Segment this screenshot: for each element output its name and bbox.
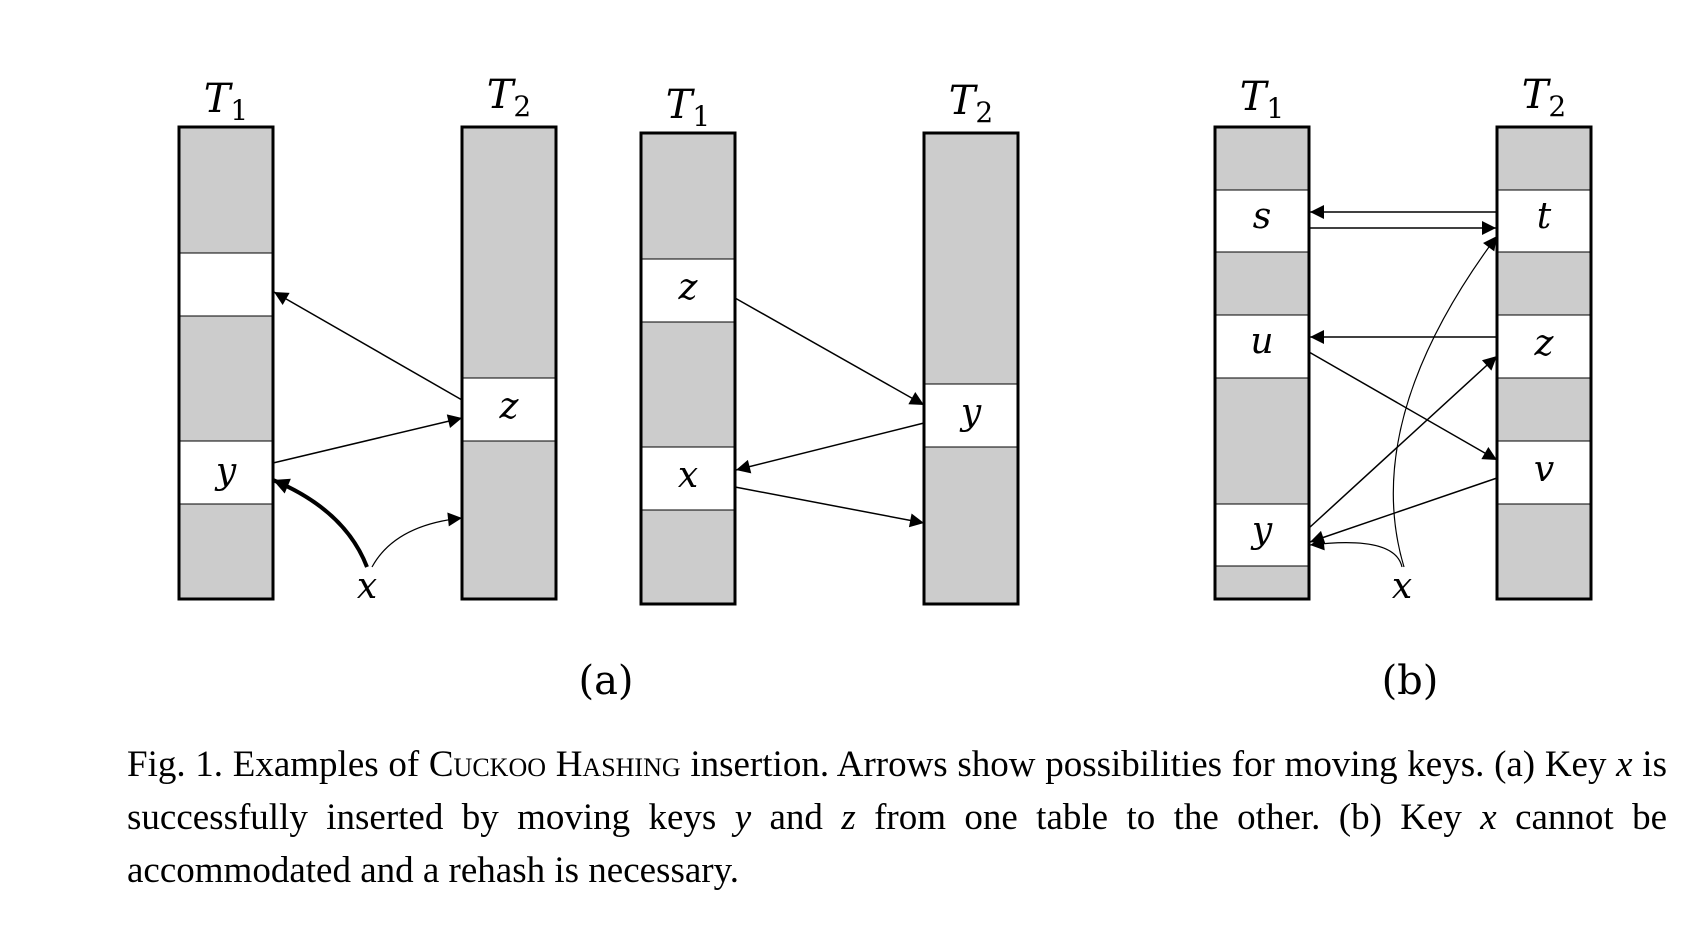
slot-s (1214, 189, 1310, 253)
slot-y (178, 440, 274, 505)
subfigure-label-a: (a) (578, 658, 633, 704)
arrow-x-to-y (1309, 536, 1403, 568)
caption-math-x: x (1616, 744, 1633, 785)
key-x: x (1392, 566, 1412, 607)
arrow-z-to-y (734, 297, 925, 406)
arrow-z-to-empty (273, 291, 463, 401)
caption-text: is successfully inserted by moving keys (127, 744, 1667, 838)
caption-math-y: y (734, 797, 752, 838)
key-s: s (1253, 196, 1271, 237)
caption-math-z: z (841, 797, 856, 838)
slot-v (1496, 440, 1592, 505)
table-t1-label: T1 (1240, 74, 1285, 125)
arrow-x-to-t2 (734, 486, 925, 528)
key-u: u (1250, 321, 1273, 362)
key-y: y (1250, 510, 1273, 551)
caption-text: Examples of (223, 744, 429, 785)
slot-y (1214, 503, 1310, 567)
table-t1 (639, 131, 737, 606)
subfigure-b: s u y T1 t z v T2 x (1213, 72, 1593, 607)
arrow-u-to-v (1308, 351, 1498, 461)
table-t2-label: T2 (949, 78, 994, 129)
slot-z (1496, 314, 1592, 379)
arrow-y-to-x (735, 422, 925, 474)
table-t2 (460, 125, 558, 601)
table-t2-label: T2 (1522, 72, 1567, 123)
caption-text: and (751, 797, 842, 838)
key-z: z (1534, 323, 1555, 364)
slot-z (640, 258, 736, 323)
arrow-x-to-y-thick (272, 478, 369, 568)
subfigure-a-before: y T1 z T2 x (177, 72, 558, 607)
table-t2 (922, 131, 1020, 606)
slot-z (461, 377, 557, 442)
caption-text: cannot be accommodated and a rehash is n… (127, 797, 1668, 891)
arrow-v-to-y (1309, 477, 1498, 545)
arrow-x-to-t (1392, 235, 1498, 568)
table-t1-label: T1 (666, 82, 711, 133)
cuckoo-hashing-figure: y T1 z T2 x z x T1 y T2 (177, 72, 1593, 704)
caption-text: insertion. Arrows show possibilities for… (680, 744, 1617, 785)
caption-math-x: x (1480, 797, 1497, 838)
key-x: x (357, 566, 377, 607)
arrow-y-to-t2 (272, 414, 463, 464)
key-x: x (678, 455, 698, 496)
key-y: y (959, 392, 982, 433)
slot-t (1496, 189, 1592, 253)
figure-caption: Fig. 1. Examples of Cuckoo Hashing inser… (127, 738, 1667, 897)
key-v: v (1534, 449, 1554, 490)
subfigure-label-b: (b) (1382, 658, 1439, 704)
empty-slot (178, 252, 274, 317)
key-y: y (214, 451, 237, 492)
table-t1-label: T1 (204, 76, 249, 127)
arrow-y-to-z (1308, 355, 1498, 529)
key-z: z (499, 386, 520, 427)
arrow-x-to-t2 (371, 512, 463, 568)
caption-algorithm-name: Cuckoo Hashing (428, 744, 681, 785)
table-t2-label: T2 (487, 72, 532, 123)
subfigure-a-after: z x T1 y T2 (639, 78, 1020, 606)
table-t1 (177, 125, 275, 601)
caption-text: from one table to the other. (b) Key (855, 797, 1481, 838)
key-z: z (678, 267, 699, 308)
key-t: t (1537, 196, 1552, 237)
caption-fig-number: Fig. 1. (127, 744, 224, 785)
slot-x (640, 446, 736, 511)
